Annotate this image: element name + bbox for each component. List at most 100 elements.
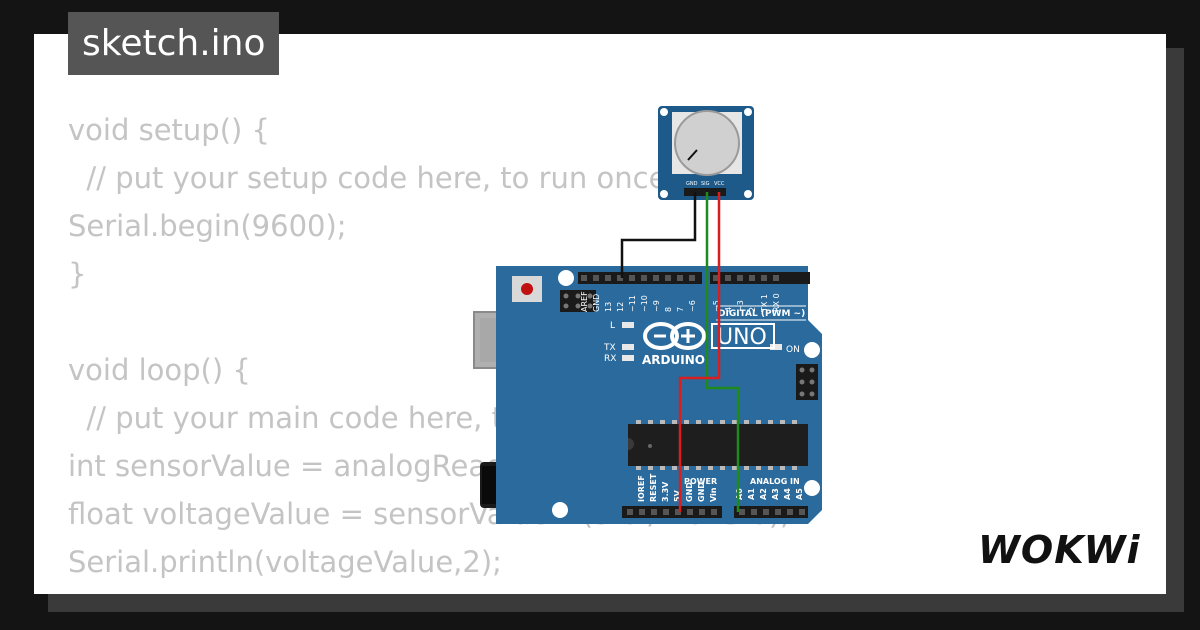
top-pin-label: ~6: [688, 300, 697, 312]
header-pin: [763, 509, 769, 515]
analog-pin-label: A2: [759, 488, 768, 500]
chip-pin: [636, 466, 641, 470]
code-line: delay(1000);: [68, 586, 790, 594]
header-pin: [699, 509, 705, 515]
mount-hole: [558, 270, 574, 286]
header-pin: [617, 275, 623, 281]
model-box: [711, 323, 775, 349]
chip-pin: [780, 420, 785, 424]
knob-indicator: [687, 149, 698, 161]
chip-pin: [648, 466, 653, 470]
chip-pin: [672, 420, 677, 424]
chip-pin: [756, 466, 761, 470]
chip-pin: [744, 420, 749, 424]
header-pin: [581, 275, 587, 281]
wire-vcc[interactable]: [678, 192, 721, 512]
led-label-l: L: [610, 321, 615, 331]
chip-pin: [768, 420, 773, 424]
pot-pin-sig: SIG: [701, 181, 710, 187]
chip-pin: [792, 466, 797, 470]
led-label-rx: RX: [604, 354, 616, 364]
power-pin-label: IOREF: [637, 475, 646, 502]
file-tab-sketch[interactable]: sketch.ino: [68, 12, 280, 75]
header-pin: [675, 509, 681, 515]
model-label: UNO: [717, 325, 767, 350]
pot-pin-vcc: VCC: [714, 181, 725, 187]
header-pin: [687, 509, 693, 515]
mount-hole: [804, 342, 820, 358]
led-tx: [622, 344, 634, 350]
header-pin: [761, 275, 767, 281]
top-pin-label: AREF: [580, 291, 589, 312]
chip-pin: [672, 466, 677, 470]
header-pin: [725, 275, 731, 281]
led-l: [622, 322, 634, 328]
header-pin: [689, 275, 695, 281]
reset-button[interactable]: [521, 283, 533, 295]
analog-header: [734, 506, 808, 518]
header-pin: [663, 509, 669, 515]
header-pin: [677, 275, 683, 281]
analog-pin-label: A3: [771, 488, 780, 500]
header-pin: [653, 275, 659, 281]
power-pin-label: Vin: [709, 487, 718, 502]
code-line: }: [68, 257, 87, 291]
top-pin-label: TX 1: [760, 294, 769, 313]
wire-signal[interactable]: [705, 192, 740, 512]
top-pin-label: ~9: [652, 300, 661, 312]
chip-pin: [768, 466, 773, 470]
header-pin: [641, 275, 647, 281]
pot-pin-gnd: GND: [686, 181, 698, 187]
header-pin: [749, 275, 755, 281]
header-pin: [629, 275, 635, 281]
analog-pin-label: A4: [783, 488, 792, 500]
header-pin: [775, 509, 781, 515]
mount-hole: [552, 502, 568, 518]
digital-label: DIGITAL (PWM ~): [718, 309, 805, 319]
chip-pin: [792, 420, 797, 424]
code-line: Serial.begin(9600);: [68, 209, 347, 243]
wokwi-logo: WOKWi: [978, 528, 1141, 572]
header-pin: [737, 275, 743, 281]
chip-pin: [648, 420, 653, 424]
chip-pin: [660, 466, 665, 470]
code-line: void loop() {: [68, 353, 251, 387]
top-pin-label: 13: [604, 302, 613, 312]
top-pin-label: 4: [724, 307, 733, 312]
digital-header-2: [710, 272, 810, 284]
power-pin-label: GND: [685, 482, 694, 502]
top-pin-label: ~11: [628, 295, 637, 312]
power-header: [622, 506, 722, 518]
code-line: void setup() {: [68, 113, 270, 147]
chip-pin: [708, 466, 713, 470]
top-pin-label: 12: [616, 302, 625, 312]
header-pin: [751, 509, 757, 515]
code-line: Serial.println(voltageValue,2);: [68, 545, 502, 579]
wire-gnd[interactable]: [620, 192, 697, 278]
pot-header: [684, 188, 726, 196]
chip-pin: [696, 420, 701, 424]
top-pin-label: ~10: [640, 295, 649, 312]
power-pin-label: 5V: [673, 489, 682, 502]
chip-pin: [732, 466, 737, 470]
arduino-logo: [643, 322, 706, 350]
header-pin: [739, 509, 745, 515]
chip-pin: [708, 420, 713, 424]
potentiometer-module[interactable]: [658, 106, 754, 200]
chip-pin: [636, 420, 641, 424]
power-label: POWER: [684, 477, 717, 486]
header-pin: [773, 275, 779, 281]
led-on: [770, 344, 782, 350]
chip-pin: [732, 420, 737, 424]
top-pin-label: 7: [676, 307, 685, 312]
potentiometer-knob[interactable]: [674, 110, 740, 176]
analog-pin-label: A1: [747, 488, 756, 500]
header-pin: [711, 509, 717, 515]
led-rx: [622, 355, 634, 361]
brand-label: ARDUINO: [642, 353, 705, 367]
top-pin-label: RX 0: [772, 293, 781, 312]
header-pin: [787, 509, 793, 515]
header-pin: [651, 509, 657, 515]
chip-pin: [684, 420, 689, 424]
